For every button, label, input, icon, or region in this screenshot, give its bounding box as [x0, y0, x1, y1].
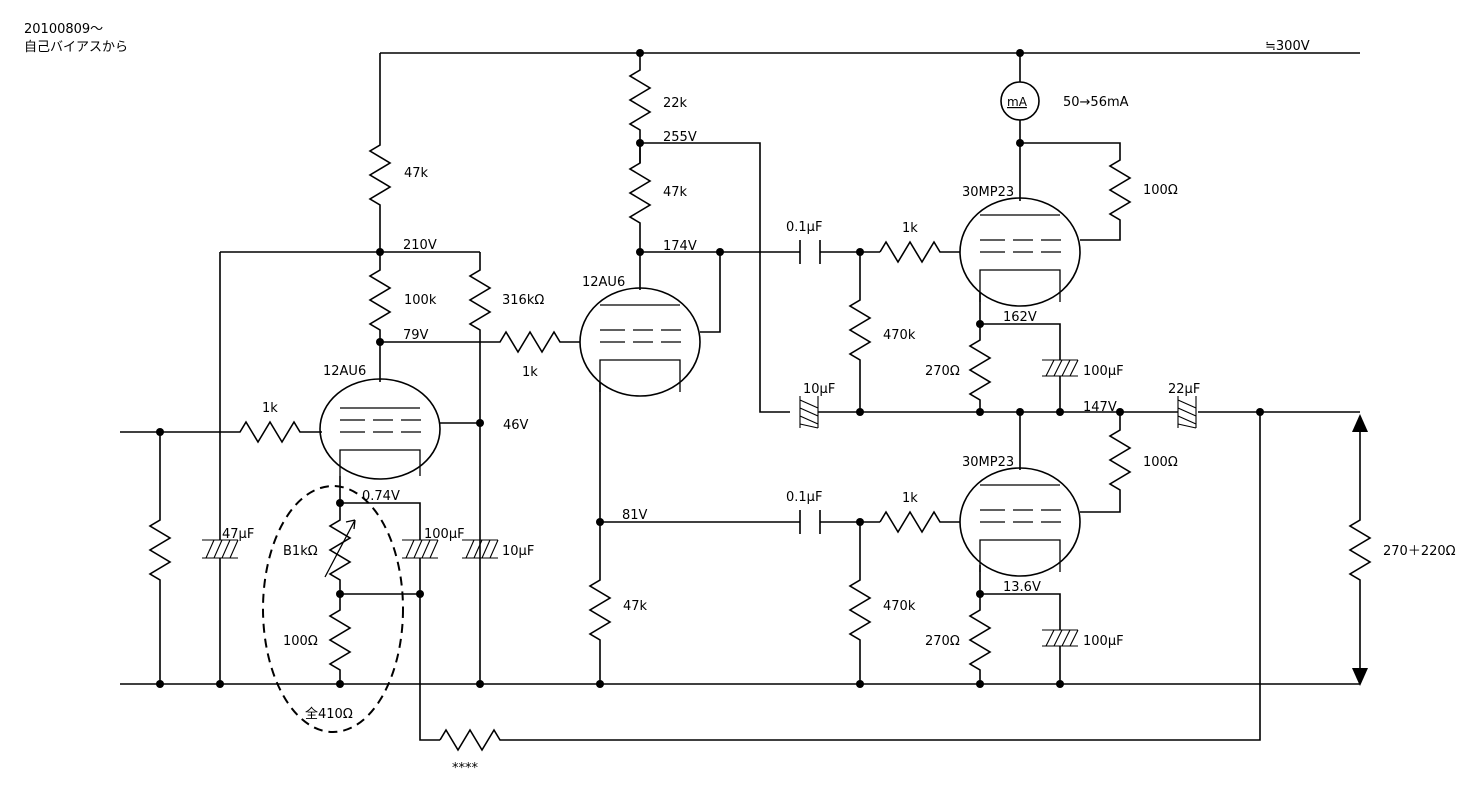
label-r-screen-input: 316kΩ [502, 293, 544, 308]
label-c-coupling-upper: 0.1μF [786, 220, 822, 235]
label-r-grid-input: 1k [262, 401, 278, 416]
label-c-cathode-lower: 100μF [1083, 634, 1124, 649]
meter-symbol: mA [1007, 95, 1028, 109]
load: 270＋220Ω [1348, 414, 1456, 686]
tube-input-label: 12AU6 [323, 364, 366, 379]
tube-output-upper: 30MP23 [959, 185, 1081, 307]
label-r-cathode-lower: 270Ω [925, 634, 960, 649]
label-c-cathode-upper: 100μF [1083, 364, 1124, 379]
junctions [156, 49, 1264, 688]
driver-stage: 22k 255V 47k 174V 12AU6 47k 81V [579, 53, 800, 684]
label-r-plate-input: 100k [404, 293, 437, 308]
label-c-coupling-lower: 0.1μF [786, 490, 822, 505]
label-r-feedback: **** [452, 761, 479, 776]
tube-output-lower-label: 30MP23 [962, 455, 1014, 470]
tube-driver-label: 12AU6 [582, 275, 625, 290]
label-v-phase-split: 81V [622, 508, 648, 523]
label-r-grid-upper: 1k [902, 221, 918, 236]
label-r-plate-supply: 47k [404, 166, 429, 181]
label-r-driver-top: 22k [663, 96, 688, 111]
meter-reading: 50→56mA [1063, 95, 1129, 110]
label-c-decouple: 47μF [222, 527, 254, 542]
supply-rail: ≒300V [380, 39, 1360, 54]
label-vr-bias: B1kΩ [283, 544, 318, 559]
label-v-plate-input: 79V [403, 328, 429, 343]
label-r-gridleak-upper: 470k [883, 328, 916, 343]
label-v-driver-plate: 255V [663, 130, 697, 145]
label-v-b-input: 210V [403, 238, 437, 253]
label-r-driver-plate: 47k [663, 185, 688, 200]
tube-output-lower: 30MP23 [959, 455, 1081, 577]
header-subtitle: 自己バイアスから [24, 40, 128, 55]
label-c-bootstrap: 10μF [803, 382, 835, 397]
label-v-cathode-lower: 13.6V [1003, 580, 1041, 595]
label-r-bias-fixed: 100Ω [283, 634, 318, 649]
label-r-gridleak-lower: 470k [883, 599, 916, 614]
label-r-grid-driver: 1k [522, 365, 538, 380]
label-r-screen-lower: 100Ω [1143, 455, 1178, 470]
label-v-cathode-input: 0.74V [362, 489, 400, 504]
label-r-screen-upper: 100Ω [1143, 183, 1178, 198]
header-date: 20100809～ [24, 22, 103, 37]
label-r-grid-lower: 1k [902, 491, 918, 506]
tube-input: 12AU6 [319, 364, 441, 480]
label-c-cathode-input: 100μF [424, 527, 465, 542]
label-load: 270＋220Ω [1383, 544, 1456, 559]
label-c-screen-input: 10μF [502, 544, 534, 559]
output-lower: 0.1μF 470k 1k 100Ω 30MP23 13.6V 270Ω 100… [786, 412, 1178, 684]
label-v-screen-input: 46V [503, 418, 529, 433]
label-r-cathode-upper: 270Ω [925, 364, 960, 379]
label-v-cathode-upper: 162V [1003, 310, 1037, 325]
tube-output-upper-label: 30MP23 [962, 185, 1014, 200]
label-c-output: 22μF [1168, 382, 1200, 397]
output-bus: 147V 22μF [818, 382, 1360, 470]
input-stage: 47k 210V 100k 316kΩ 79V 1k 12AU6 46V 1k [120, 53, 1261, 776]
supply-voltage-label: ≒300V [1265, 39, 1310, 54]
output-upper: 0.1μF 470k 1k mA 50→56mA 100Ω 30MP23 162… [786, 53, 1178, 429]
label-bias-total: 全410Ω [305, 706, 353, 722]
label-v-driver-out: 174V [663, 239, 697, 254]
label-r-driver-cathode: 47k [623, 599, 648, 614]
label-v-output: 147V [1083, 400, 1117, 415]
tube-driver: 12AU6 [579, 275, 701, 397]
